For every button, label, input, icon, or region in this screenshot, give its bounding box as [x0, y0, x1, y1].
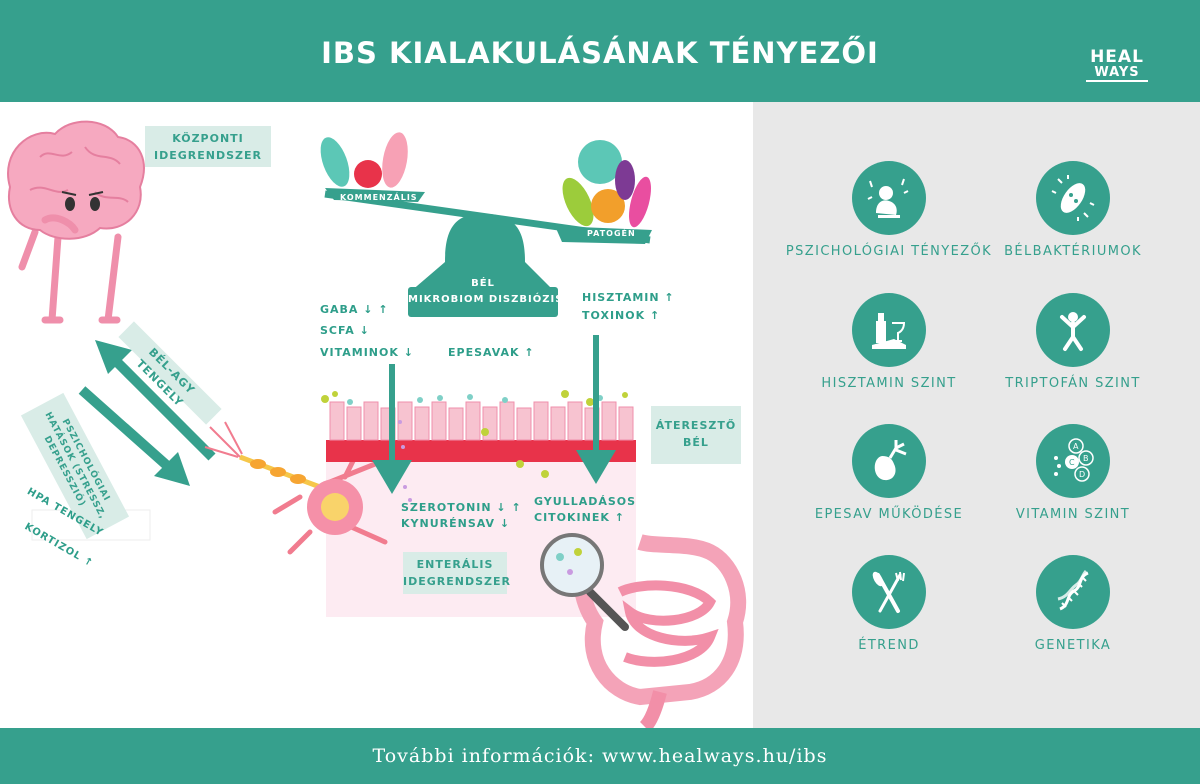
ateereszto-label: ÁTERESZTŐ BÉL [655, 419, 737, 449]
happy-person-icon [1060, 312, 1086, 351]
factor-pszichologiai: PSZICHOLÓGIAI TÉNYEZŐK [784, 161, 994, 259]
factor-circle: A B C D [1036, 424, 1110, 498]
footer-bar: További információk: www.healways.hu/ibs [0, 728, 1200, 784]
vitaminok-label: VITAMINOK ↓ [320, 346, 414, 359]
factor-circle [852, 161, 926, 235]
healways-logo[interactable]: HEAL WAYS [1086, 47, 1148, 82]
seesaw-icon [320, 132, 652, 317]
gut-brain-arrows [78, 340, 216, 486]
intestines-icon [573, 534, 747, 728]
factor-circle [852, 555, 926, 629]
factor-circle [852, 424, 926, 498]
factor-circle [1036, 293, 1110, 367]
patogen-label: PATOGÉN [587, 229, 636, 238]
factor-circle [1036, 161, 1110, 235]
footer-link[interactable]: További információk: www.healways.hu/ibs [372, 745, 828, 767]
factor-hisztamin: HISZTAMIN SZINT [784, 293, 994, 391]
ibs-diagram: KÖZPONTI IDEGRENDSZER BÉL-AGY TENGELY PS… [0, 102, 753, 728]
factor-label: VITAMIN SZINT [1015, 507, 1131, 522]
factor-label: TRIPTOFÁN SZINT [1005, 376, 1141, 391]
factor-epesav: EPESAV MŰKÖDÉSE [784, 424, 994, 522]
kynurensav-label: KYNURÉNSAV ↓ [401, 517, 511, 530]
wine-cheese-icon [872, 313, 906, 349]
svg-text:A: A [1073, 442, 1079, 451]
vitamin-icon: A B C D [1054, 438, 1094, 482]
factor-label: ÉTREND [858, 638, 920, 653]
dna-icon [1057, 569, 1089, 611]
stressed-person-icon [867, 178, 909, 218]
diagram-illustration [7, 120, 747, 728]
page-title: IBS KIALAKULÁSÁNAK TÉNYEZŐI [321, 36, 879, 70]
svg-text:C: C [1069, 458, 1075, 467]
factor-belbakteriumok: BÉLBAKTÉRIUMOK [968, 161, 1178, 259]
gyulladasos-label: GYULLADÁSOS [534, 495, 637, 508]
factor-label: EPESAV MŰKÖDÉSE [814, 507, 964, 522]
factor-etrend: ÉTREND [784, 555, 994, 653]
factor-circle [852, 293, 926, 367]
magnifier-icon [540, 533, 629, 631]
factor-label: PSZICHOLÓGIAI TÉNYEZŐK [785, 244, 993, 259]
scfa-label: SCFA ↓ [320, 324, 370, 337]
factor-label: GENETIKA [1034, 638, 1112, 653]
brain-icon [7, 120, 145, 324]
bel-mikrobiom-label-2: MIKROBIOM DISZBIÓZIS [408, 294, 564, 305]
szerotonin-label: SZEROTONIN ↓ ↑ [401, 501, 522, 514]
enteralis-idegrendszer-box: ENTERÁLIS IDEGRENDSZER [403, 552, 510, 594]
svg-text:D: D [1079, 470, 1085, 479]
factor-triptofan: TRIPTOFÁN SZINT [968, 293, 1178, 391]
factors-panel [753, 102, 1200, 728]
header-bar: IBS KIALAKULÁSÁNAK TÉNYEZŐI HEAL WAYS [0, 0, 1200, 102]
citokinek-label: CITOKINEK ↑ [534, 511, 625, 524]
factor-circle [1036, 555, 1110, 629]
enteralis-label: ENTERÁLIS IDEGRENDSZER [403, 558, 511, 588]
kozponti-idegrendszer-box: KÖZPONTI IDEGRENDSZER [145, 126, 271, 167]
toxinok-label: TOXINOK ↑ [582, 309, 661, 322]
logo-bottom-text: WAYS [1086, 65, 1148, 82]
kozponti-label: KÖZPONTI IDEGRENDSZER [154, 132, 262, 162]
gaba-label: GABA ↓ ↑ [320, 303, 389, 316]
bel-mikrobiom-label-1: BÉL [471, 278, 495, 289]
factor-label: HISZTAMIN SZINT [821, 376, 957, 391]
factor-vitamin: A B C D VITAMIN SZINT [968, 424, 1178, 522]
logo-top-text: HEAL [1090, 47, 1144, 67]
bacterium-icon [1051, 175, 1095, 221]
factor-genetika: GENETIKA [968, 555, 1178, 653]
gallbladder-icon [874, 440, 907, 481]
neuron-icon [204, 421, 388, 555]
cutlery-icon [872, 571, 905, 613]
gut-wall-icon [321, 390, 636, 502]
kommenzalis-label: KOMMENZÁLIS [340, 193, 418, 202]
hisztamin-label: HISZTAMIN ↑ [582, 291, 675, 304]
svg-text:B: B [1083, 454, 1089, 463]
ateereszto-bel-box: ÁTERESZTŐ BÉL [651, 406, 741, 464]
factor-label: BÉLBAKTÉRIUMOK [1004, 244, 1142, 259]
epesavak-label: EPESAVAK ↑ [448, 346, 535, 359]
down-arrows [372, 335, 616, 494]
